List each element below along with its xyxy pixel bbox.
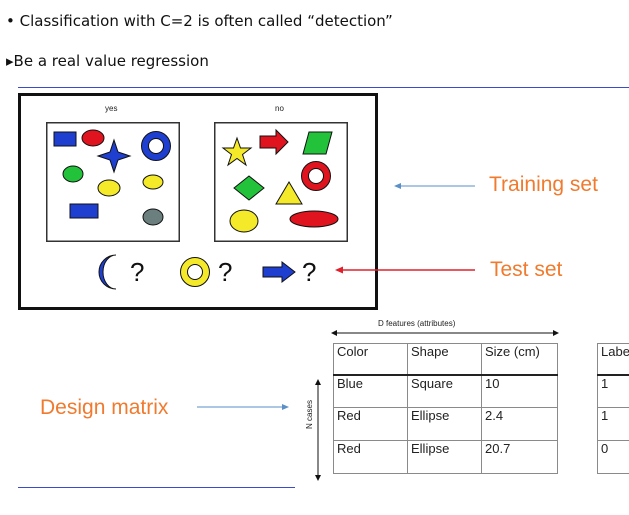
bullet-detection: • Classification with C=2 is often calle… xyxy=(6,12,393,30)
table-row: Red Ellipse 20.7 xyxy=(333,440,558,474)
table-cell: Red xyxy=(333,440,408,474)
table-row: 0 xyxy=(597,440,629,474)
header-label: Labe xyxy=(597,343,629,376)
label-cell: 0 xyxy=(597,440,629,474)
blue-arrow-shape xyxy=(262,261,296,283)
label-header-row: Labe xyxy=(597,343,629,376)
blue-crescent-shape xyxy=(98,254,117,290)
table-header-row: Color Shape Size (cm) xyxy=(333,343,558,376)
yellow-ring-shape xyxy=(180,257,210,287)
table-row: 1 xyxy=(597,374,629,408)
unknown-label-3: ? xyxy=(302,257,317,287)
gray-ellipse-shape xyxy=(142,208,164,226)
table-row: Blue Square 10 xyxy=(333,374,558,408)
yes-label: yes xyxy=(105,104,118,113)
yes-examples-box xyxy=(46,122,180,242)
table-cell: Ellipse xyxy=(407,440,482,474)
test-set-label: Test set xyxy=(490,258,563,281)
no-label: no xyxy=(275,104,284,113)
red-arrow-shape xyxy=(259,128,289,156)
blue-rectangle-shape xyxy=(53,131,77,147)
table-cell: Blue xyxy=(333,374,408,408)
yellow-circle-shape xyxy=(229,209,259,233)
design-matrix-table: Color Shape Size (cm) Blue Square 10 Red… xyxy=(333,343,558,474)
bottom-divider xyxy=(18,487,295,488)
table-cell: Red xyxy=(333,407,408,441)
bullet-regression: ▸Be a real value regression xyxy=(6,52,209,70)
unknown-label-2: ? xyxy=(218,257,233,287)
d-features-arrow xyxy=(331,330,559,336)
n-cases-arrow xyxy=(315,379,321,481)
training-set-arrow xyxy=(394,183,475,189)
label-column-table: Labe 1 1 0 xyxy=(597,343,629,474)
green-parallelogram-shape xyxy=(302,131,333,155)
header-shape: Shape xyxy=(407,343,482,376)
header-color: Color xyxy=(333,343,408,376)
design-matrix-label: Design matrix xyxy=(40,396,169,419)
training-set-label: Training set xyxy=(489,173,598,196)
blue-ring-shape xyxy=(141,131,171,161)
label-cell: 1 xyxy=(597,374,629,408)
blue-ring-inner-outline xyxy=(148,138,164,154)
red-ring-inner-outline xyxy=(308,168,324,184)
table-row: Red Ellipse 2.4 xyxy=(333,407,558,441)
red-ellipse-shape xyxy=(81,129,105,147)
green-ellipse-shape xyxy=(62,165,84,183)
label-cell: 1 xyxy=(597,407,629,441)
table-cell: Square xyxy=(407,374,482,408)
red-long-ellipse-shape xyxy=(289,210,339,228)
yellow-star-shape xyxy=(221,136,253,167)
table-cell: 10 xyxy=(481,374,558,408)
header-size: Size (cm) xyxy=(481,343,558,376)
blue-star-shape xyxy=(96,138,132,174)
yellow-triangle-shape xyxy=(275,181,303,205)
training-figure-frame xyxy=(18,93,378,310)
table-cell: Ellipse xyxy=(407,407,482,441)
table-cell: 20.7 xyxy=(481,440,558,474)
unknown-label-1: ? xyxy=(130,257,145,287)
red-ring-shape xyxy=(301,161,331,191)
test-set-arrow xyxy=(335,266,475,274)
no-examples-box xyxy=(214,122,348,242)
table-row: 1 xyxy=(597,407,629,441)
table-cell: 2.4 xyxy=(481,407,558,441)
top-divider xyxy=(18,87,629,88)
blue-ring-outline xyxy=(141,131,171,161)
red-ring-outline xyxy=(301,161,331,191)
green-diamond-shape xyxy=(233,175,265,201)
yellow-ellipse-small-shape xyxy=(142,174,164,190)
d-features-label: D features (attributes) xyxy=(378,319,456,328)
blue-rectangle-wide-shape xyxy=(69,203,99,219)
design-matrix-arrow xyxy=(197,404,289,410)
yellow-ellipse-shape xyxy=(97,179,121,197)
